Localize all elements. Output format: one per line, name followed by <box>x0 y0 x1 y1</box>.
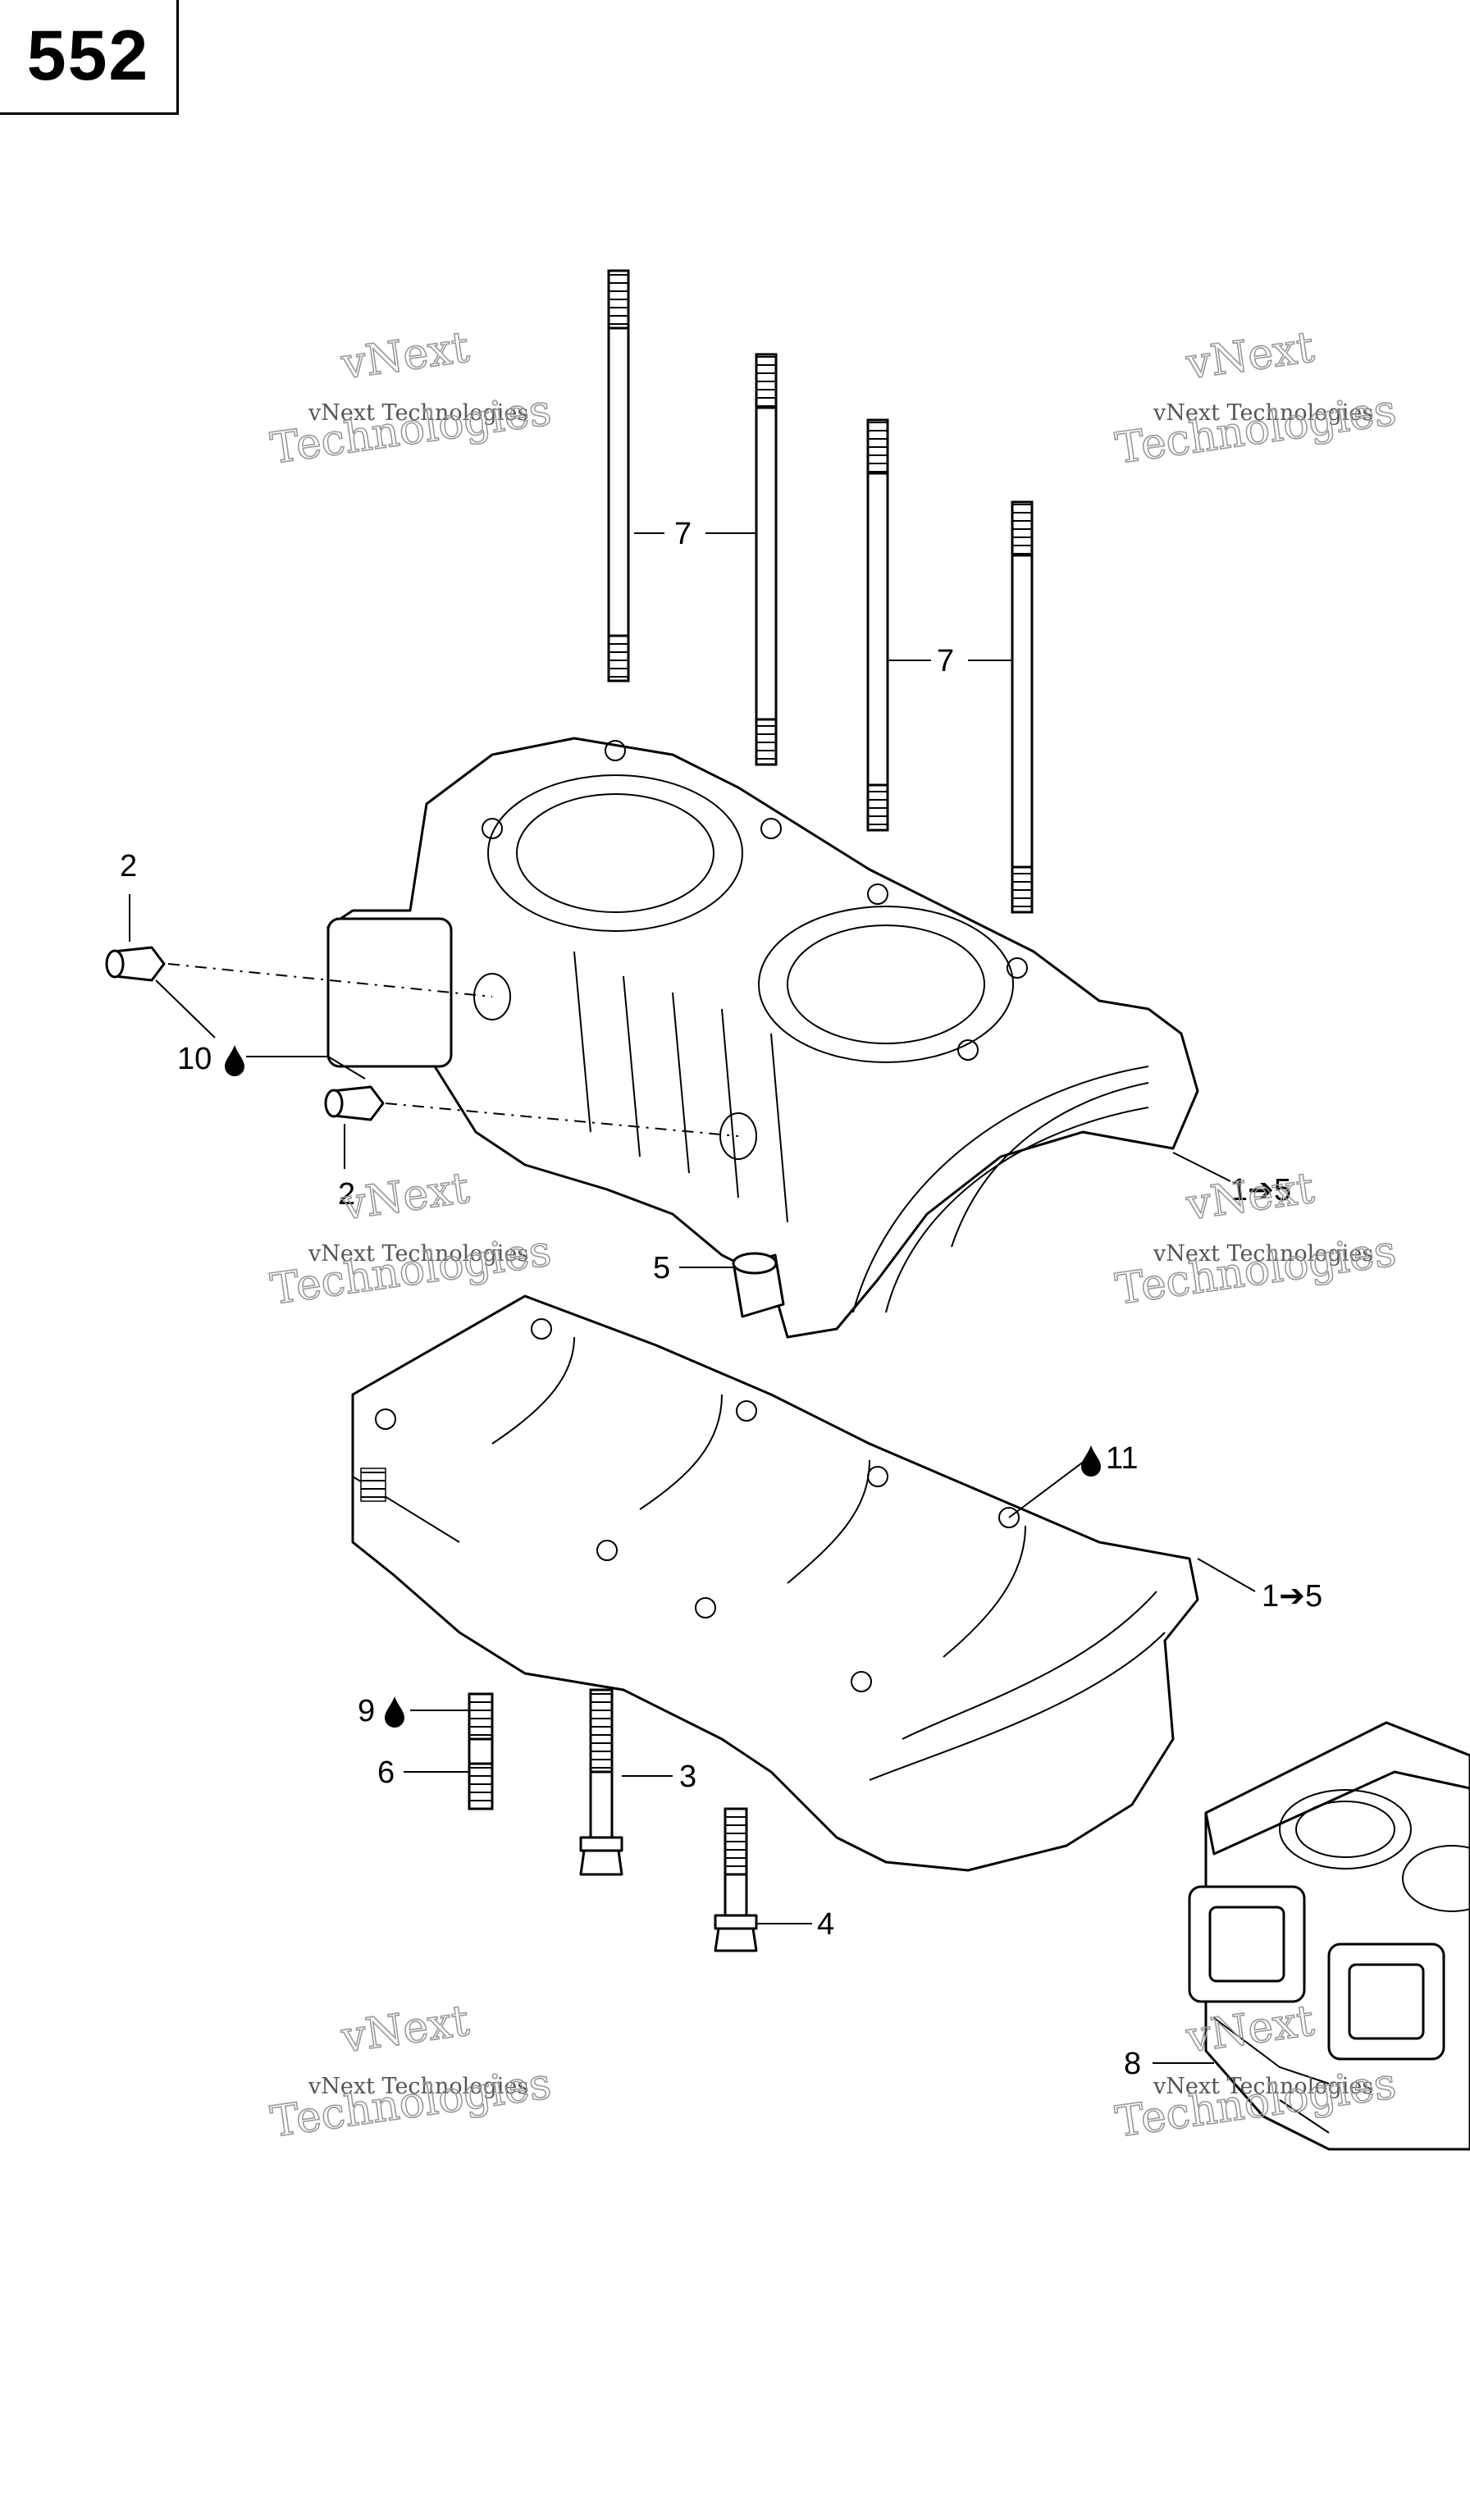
callout-9-label: 9 <box>358 1694 375 1728</box>
callout-7-left: 7 <box>674 517 692 551</box>
callout-9: 9 <box>358 1694 404 1728</box>
axis-line <box>385 1102 739 1137</box>
long-stud <box>755 353 778 766</box>
flange-bolt <box>579 1688 623 1876</box>
callout-3: 3 <box>679 1760 696 1794</box>
watermark: vNext vNext Technologies Technologies <box>1112 1163 1400 1316</box>
svg-text:vNext: vNext <box>338 1996 472 2062</box>
callout-6: 6 <box>377 1755 395 1790</box>
drop-icon <box>1081 1445 1101 1477</box>
long-stud <box>866 418 889 832</box>
watermark: vNext vNext Technologies Technologies <box>267 1996 555 2148</box>
svg-text:vNext Technologies: vNext Technologies <box>308 1241 528 1267</box>
svg-text:Technologies: Technologies <box>267 2059 554 2147</box>
svg-text:vNext Technologies: vNext Technologies <box>308 2074 528 2099</box>
callout-7-right: 7 <box>937 644 954 678</box>
watermark: vNext vNext Technologies Technologies <box>267 322 555 475</box>
watermark: vNext vNext Technologies Technologies <box>267 1163 555 1316</box>
callout-10-label: 10 <box>177 1042 212 1076</box>
svg-text:vNext Technologies: vNext Technologies <box>308 400 528 426</box>
callout-10: 10 <box>177 1042 244 1076</box>
flange-bolt <box>714 1807 758 1952</box>
svg-text:vNext Technologies: vNext Technologies <box>1153 1241 1373 1267</box>
axis-line <box>167 963 493 998</box>
callout-8: 8 <box>1124 2047 1141 2081</box>
svg-text:vNext: vNext <box>338 322 472 389</box>
upper-crankcase <box>326 737 1199 1339</box>
callout-2-bottom: 2 <box>338 1177 355 1212</box>
svg-text:vNext Technologies: vNext Technologies <box>1153 2074 1373 2099</box>
callout-2-top: 2 <box>120 849 137 883</box>
callout-4: 4 <box>817 1907 834 1942</box>
callout-1-to-5-lower: 1➔5 <box>1262 1579 1322 1614</box>
long-stud <box>607 269 630 682</box>
drop-icon <box>385 1696 404 1728</box>
svg-text:vNext: vNext <box>1183 1163 1317 1230</box>
svg-text:vNext: vNext <box>338 1163 472 1230</box>
svg-text:vNext Technologies: vNext Technologies <box>1153 400 1373 426</box>
svg-text:Technologies: Technologies <box>1112 386 1399 473</box>
plug-part <box>105 946 166 982</box>
callout-5: 5 <box>653 1251 670 1285</box>
callout-11-label: 11 <box>1106 1441 1138 1476</box>
long-stud <box>1011 500 1034 914</box>
plug-part <box>324 1085 385 1121</box>
short-stud <box>468 1692 494 1810</box>
page-number-box: 552 <box>0 0 179 115</box>
svg-text:Technologies: Technologies <box>267 1226 554 1314</box>
engine-assembly <box>1188 1721 1470 2151</box>
svg-text:Technologies: Technologies <box>267 386 554 473</box>
lower-crankcase <box>351 1294 1199 1872</box>
callout-1-to-5-upper: 1➔5 <box>1230 1173 1291 1208</box>
svg-text:vNext: vNext <box>1183 322 1317 389</box>
leader-lines <box>129 532 1256 2064</box>
bushing-part <box>732 1252 785 1318</box>
callout-11: 11 <box>1081 1441 1138 1477</box>
watermark: vNext vNext Technologies Technologies <box>1112 322 1400 475</box>
drop-icon <box>225 1045 244 1076</box>
page-number: 552 <box>26 16 150 95</box>
svg-text:Technologies: Technologies <box>1112 1226 1399 1314</box>
